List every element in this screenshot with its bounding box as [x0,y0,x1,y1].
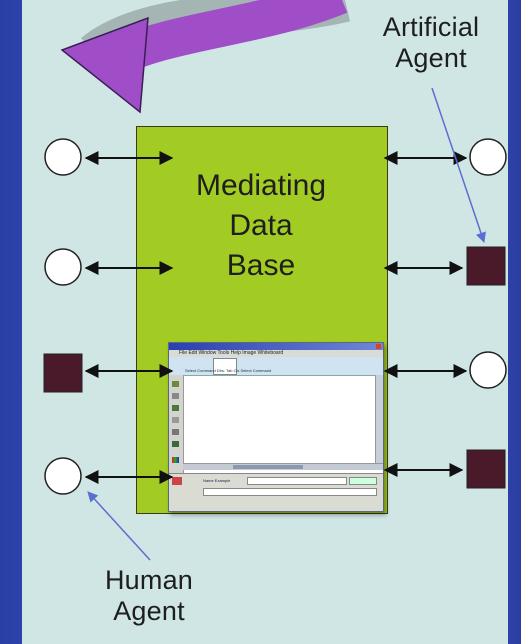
mini-palette-icon [172,457,179,463]
human-agent-pointer [87,491,151,561]
mini-menubar: File Edit Window Tools Help Image Whiteb… [169,350,383,357]
mini-horizontal-scrollbar [183,463,383,470]
mini-titlebar [169,343,383,350]
mini-vertical-scrollbar [375,375,383,465]
mini-tool-label: Select Command Dbs: Tab Cls Select Comma… [185,368,272,373]
right-artificial-agent-node-1 [466,246,506,286]
mini-input-field [247,477,347,485]
right-human-agent-node-2 [469,351,507,389]
database-label-line2: Data [229,209,293,242]
mini-image-icon [172,477,182,485]
human-agent-label-line2: Agent [113,596,185,626]
mini-close-icon [376,344,381,349]
mini-text-field [203,488,377,496]
mini-tool-icon [172,429,179,435]
database-label-line3: Base [226,249,296,282]
mini-tool-icon [172,441,179,447]
mini-scroll-thumb [233,465,303,469]
mini-toolbar: Select Command Dbs: Tab Cls Select Comma… [169,357,383,376]
left-human-agent-node-3 [44,457,82,495]
right-human-agent-node-1 [469,138,507,176]
database-label-line1: Mediating [195,169,327,202]
curved-arrow [60,0,351,114]
mini-tool-icon [172,381,179,387]
mini-bottom-panel: Name Example [169,473,383,511]
mini-tool-icon [172,405,179,411]
mini-tool-icon [172,417,179,423]
human-agent-label: Human Agent [84,565,214,627]
mini-tool-icon [172,393,179,399]
artificial-agent-label: Artificial Agent [362,12,500,74]
mini-bottom-label: Name Example [203,478,231,483]
left-human-agent-node-1 [44,138,82,176]
right-artificial-agent-node-2 [466,449,506,489]
mini-left-toolbar [169,375,184,475]
application-window-thumbnail: File Edit Window Tools Help Image Whiteb… [168,342,384,512]
human-agent-label-line1: Human [104,565,194,595]
left-artificial-agent-node [43,353,83,393]
database-label: Mediating Data Base [186,166,336,286]
artificial-agent-pointer [431,87,486,243]
artificial-agent-label-line2: Agent [395,43,467,73]
mini-buttons [349,477,377,485]
artificial-agent-label-line1: Artificial [382,12,480,42]
mini-tool-preview [213,358,237,375]
left-human-agent-node-2 [44,248,82,286]
